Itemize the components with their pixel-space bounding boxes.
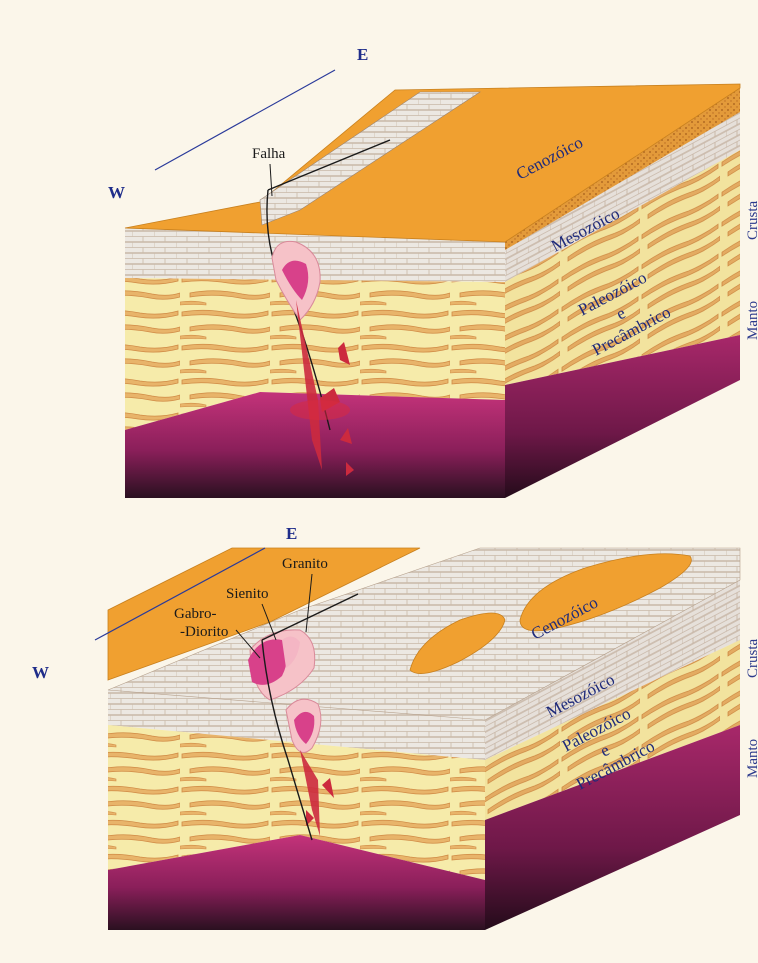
bottom-diorite-label: -Diorito	[180, 624, 228, 640]
top-direction-line	[155, 70, 335, 170]
bottom-crust-label: Crusta	[745, 638, 758, 678]
bottom-west-label: W	[32, 663, 49, 682]
top-crust-label: Crusta	[745, 200, 758, 240]
top-fault-label: Falha	[252, 146, 286, 162]
bottom-block-diagram: W E Granito Sienito Gabro- -Diorito Ceno…	[32, 524, 758, 930]
top-fault-pointer	[270, 164, 272, 196]
bottom-gabbro-label: Gabro-	[174, 606, 216, 622]
bottom-syenite-label: Sienito	[226, 586, 269, 602]
top-east-label: E	[357, 45, 368, 64]
top-mantle-label: Manto	[745, 301, 758, 340]
bottom-granite-label: Granito	[282, 556, 328, 572]
bottom-east-label: E	[286, 524, 297, 543]
bottom-mantle-label: Manto	[745, 739, 758, 778]
top-west-label: W	[108, 183, 125, 202]
top-block-diagram: W E Falha Cenozóico Mesozóico Paleozóico…	[108, 45, 758, 498]
